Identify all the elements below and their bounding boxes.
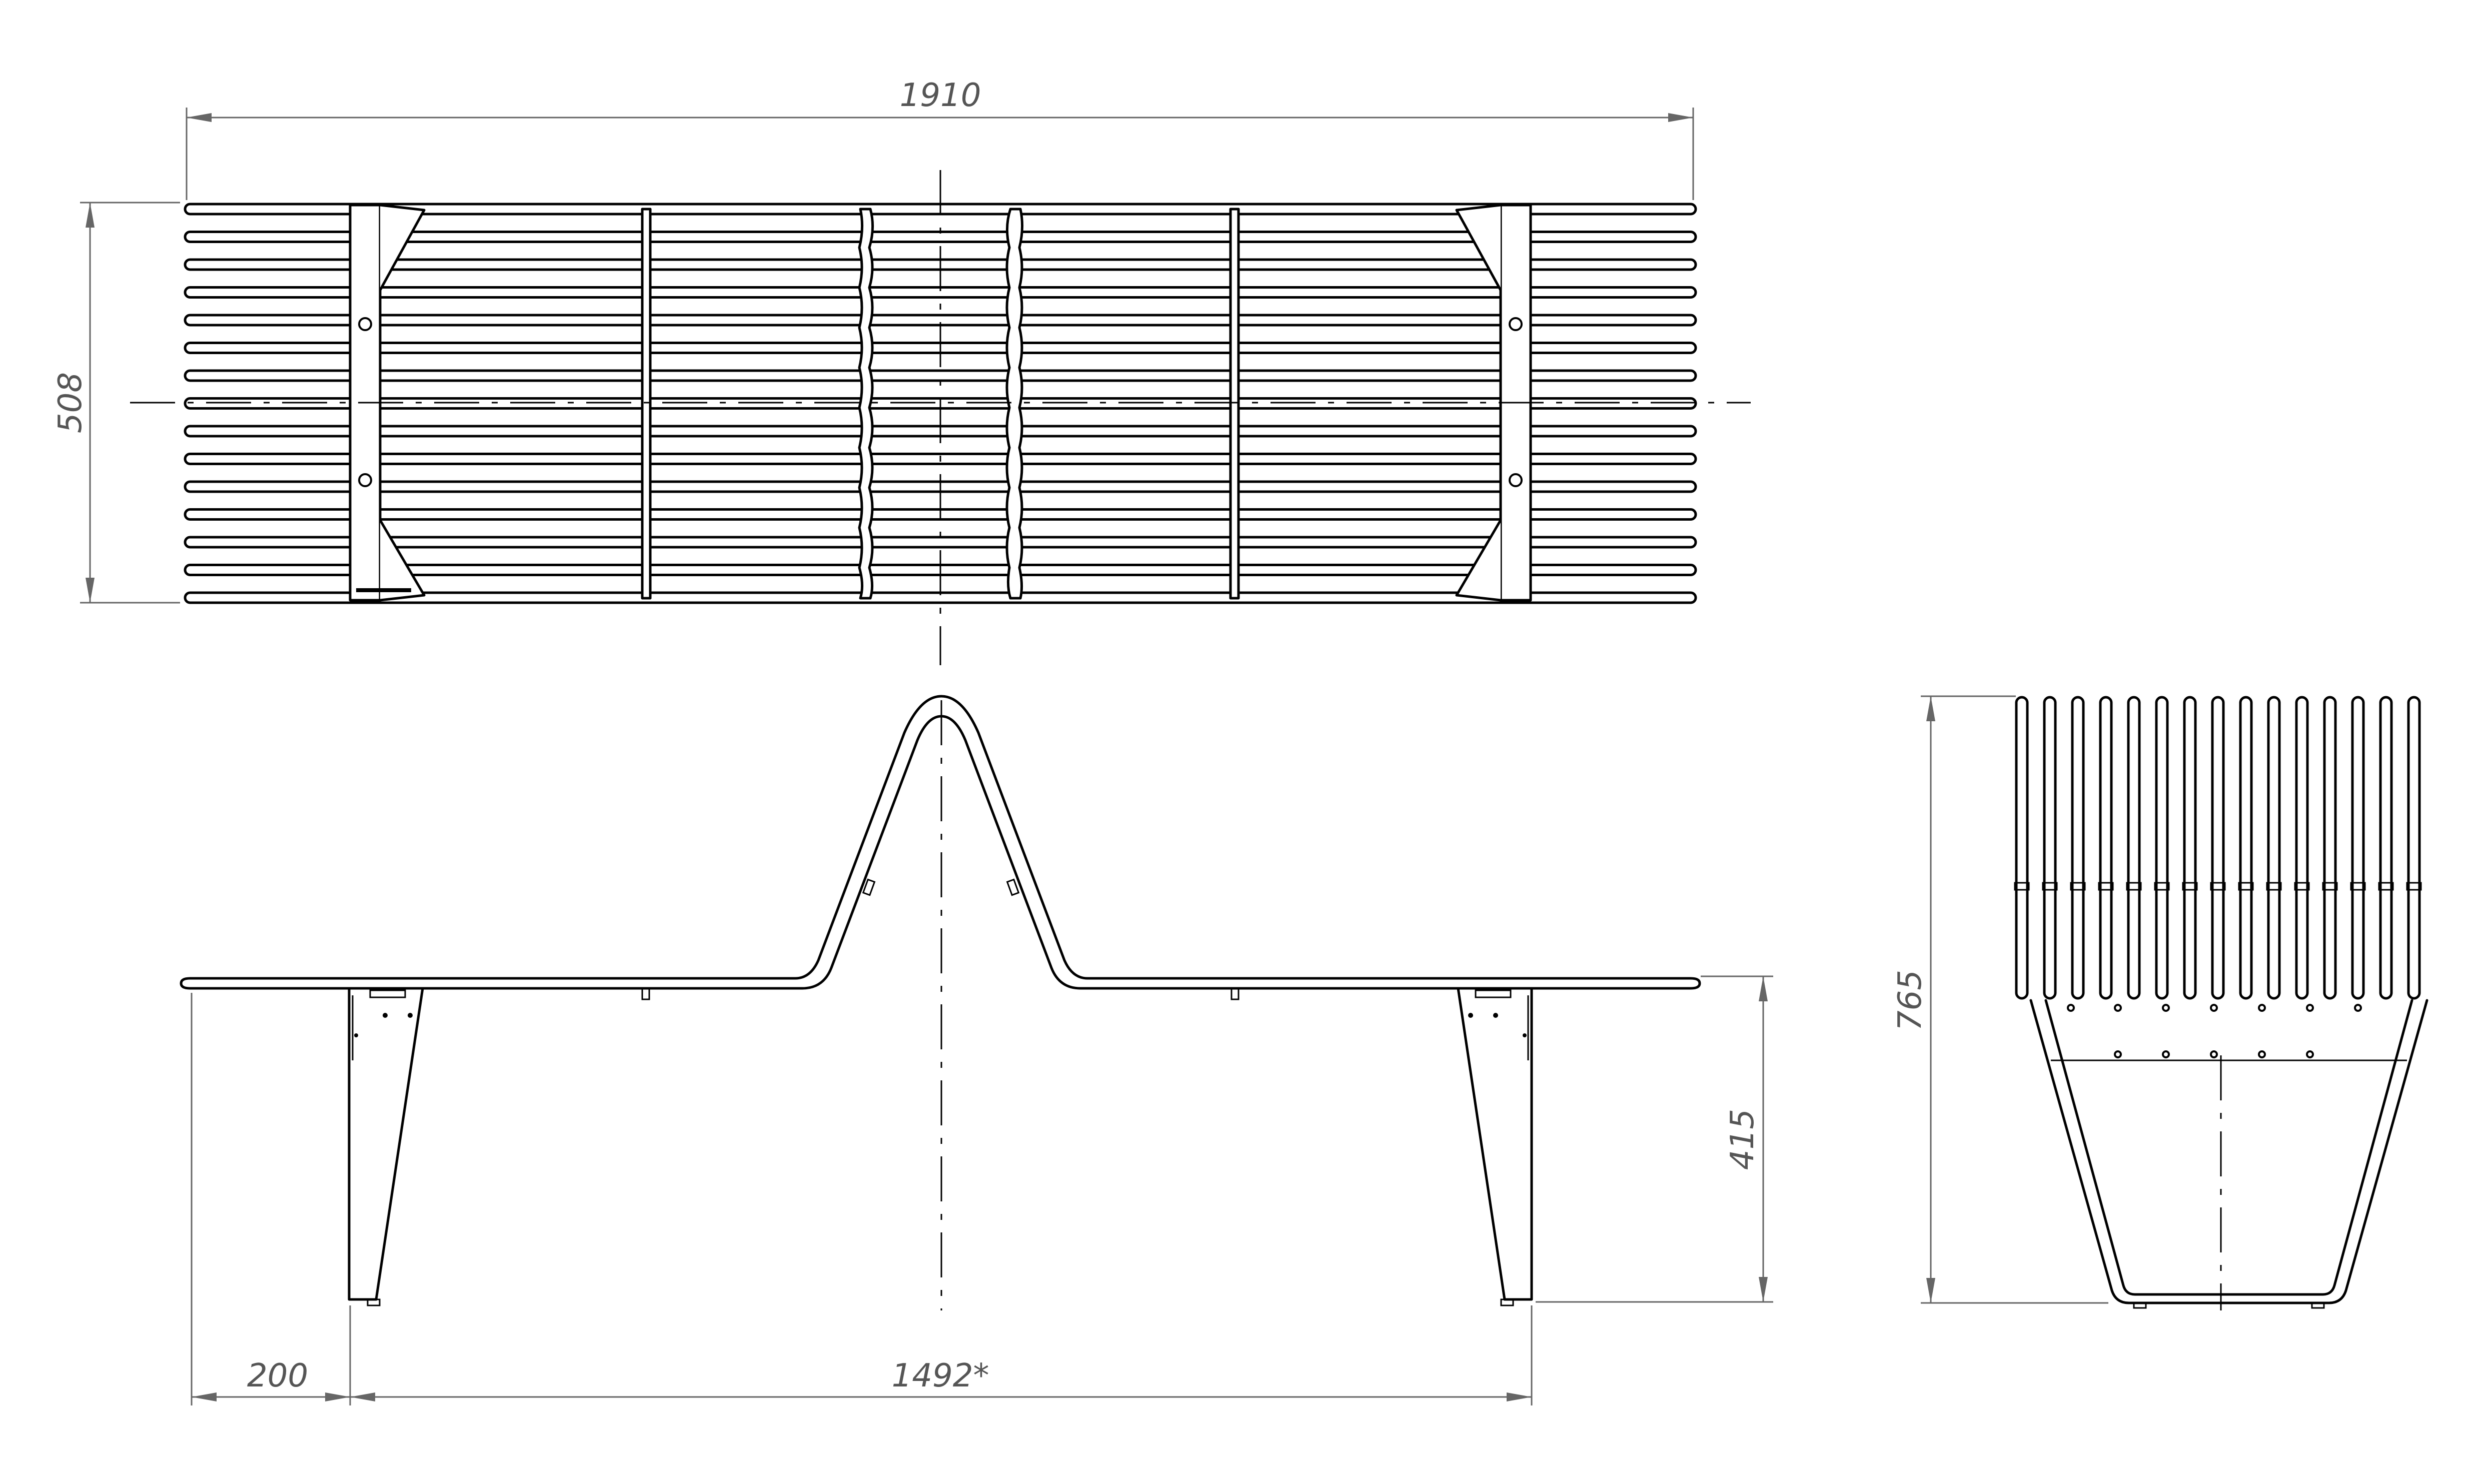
side-slat-clip (2266, 882, 2282, 891)
seat-strap-left (641, 987, 650, 1000)
side-slat-clip (2042, 882, 2058, 891)
top-slat (184, 314, 1697, 327)
side-slat (2379, 696, 2393, 1000)
side-slat (2043, 696, 2057, 1000)
top-slat (184, 591, 1697, 604)
top-view (130, 170, 1751, 665)
fastener-dot (2114, 1004, 2122, 1012)
side-slat (2155, 696, 2169, 1000)
strap-left (641, 208, 652, 600)
side-slat-clip (2350, 882, 2366, 891)
fastener-dot (2258, 1050, 2266, 1058)
top-slat (184, 536, 1697, 549)
top-slat (184, 425, 1697, 438)
strap-right (1229, 208, 1240, 600)
right-leg (1457, 987, 1533, 1306)
side-slat-clip (2294, 882, 2310, 891)
side-slat (2239, 696, 2253, 1000)
front-view (180, 695, 1701, 1310)
top-slat (184, 397, 1697, 410)
side-slat (2267, 696, 2281, 1000)
top-view-slats (184, 203, 1697, 604)
fastener-dot (2210, 1004, 2218, 1012)
side-slat-clip (2070, 882, 2086, 891)
dimension-200: 200 (247, 1357, 308, 1394)
fastener-dot (2067, 1004, 2075, 1012)
side-foot-right (2311, 1302, 2325, 1309)
side-slat (2127, 696, 2141, 1000)
side-slat-clip (2098, 882, 2114, 891)
fastener-dot (2114, 1050, 2122, 1058)
side-slat-clip (2126, 882, 2142, 891)
dimension-508: 508 (52, 372, 89, 433)
top-slat (184, 369, 1697, 382)
top-slat (184, 203, 1697, 216)
fastener-dot (2162, 1004, 2170, 1012)
fastener-dot (2162, 1050, 2170, 1058)
dimension-lines (80, 108, 2108, 1405)
side-view-fastener-dots (2067, 1004, 2362, 1058)
side-frame-inner (2044, 999, 2413, 1296)
fastener-dot (2306, 1004, 2314, 1012)
side-foot-left (2133, 1302, 2147, 1309)
side-slat-clip (2378, 882, 2394, 891)
side-slat-clip (2182, 882, 2198, 891)
side-slat (2183, 696, 2197, 1000)
top-slat (184, 231, 1697, 243)
seat-strap-right (1230, 987, 1240, 1000)
side-slat (2295, 696, 2309, 1000)
dimension-1492: 1492* (892, 1357, 989, 1394)
side-slat-clip (2322, 882, 2338, 891)
fastener-dot (2210, 1050, 2218, 1058)
wavy-support-left (858, 208, 874, 600)
top-slat (184, 508, 1697, 521)
backrest-clip-left (862, 878, 876, 896)
side-slat-clip (2210, 882, 2226, 891)
fastener-dot (2258, 1004, 2266, 1012)
side-slat (2211, 696, 2225, 1000)
dimension-labels: 1910 508 415 765 200 1492* (52, 77, 1929, 1394)
side-view (2014, 696, 2428, 1310)
backrest-clip-right (1006, 878, 1020, 896)
top-slat (184, 453, 1697, 465)
side-slat (2323, 696, 2337, 1000)
side-slat (2015, 696, 2029, 1000)
top-slat (184, 286, 1697, 299)
side-frame-outer (2029, 999, 2428, 1304)
side-view-slats (2014, 696, 2422, 1000)
side-slat (2407, 696, 2421, 1000)
side-slat-clip (2406, 882, 2422, 891)
top-slat (184, 564, 1697, 576)
side-slat (2071, 696, 2085, 1000)
top-slat (184, 342, 1697, 354)
top-slat (184, 480, 1697, 493)
left-leg (348, 987, 424, 1306)
dimension-765: 765 (1892, 970, 1929, 1031)
dimension-1910: 1910 (900, 77, 981, 114)
dimension-415: 415 (1724, 1109, 1761, 1170)
fastener-dot (2306, 1050, 2314, 1058)
wavy-support-right (1005, 208, 1024, 600)
side-slat-clip (2014, 882, 2030, 891)
side-slat-clip (2154, 882, 2170, 891)
side-slat (2351, 696, 2365, 1000)
side-slat-clip (2238, 882, 2254, 891)
frame-profile (180, 695, 1701, 990)
side-slat (2099, 696, 2113, 1000)
top-slat (184, 258, 1697, 271)
fastener-dot (2354, 1004, 2362, 1012)
